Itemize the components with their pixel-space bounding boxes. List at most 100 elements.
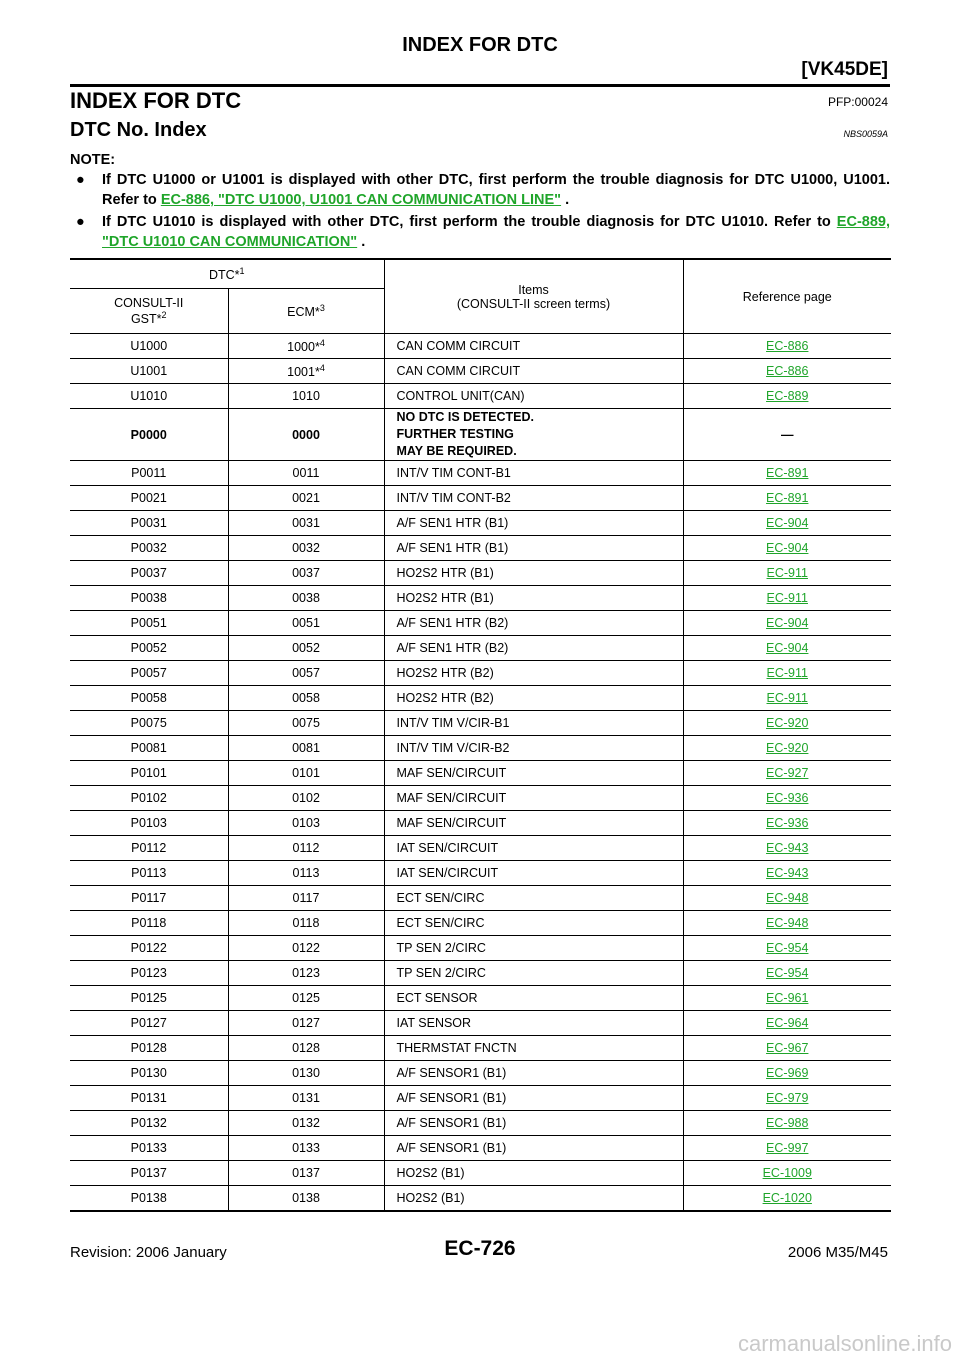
note-item: ● If DTC U1000 or U1001 is displayed wit… (70, 170, 890, 210)
consult-code-cell: P0123 (70, 960, 228, 986)
reference-page-link[interactable]: EC-1020 (762, 1191, 812, 1205)
reference-cell: EC-904 (682, 510, 891, 536)
reference-page-link[interactable]: EC-954 (766, 941, 809, 955)
item-cell: INT/V TIM CONT-B2 (383, 485, 683, 511)
reference-page-link[interactable]: EC-911 (766, 666, 808, 680)
reference-page-link[interactable]: EC-948 (766, 916, 809, 930)
reference-page-link[interactable]: EC-927 (766, 766, 809, 780)
reference-cell: EC-967 (682, 1035, 891, 1061)
reference-page-link[interactable]: EC-920 (766, 716, 809, 730)
item-cell: MAF SEN/CIRCUIT (383, 810, 683, 836)
reference-page-link[interactable]: EC-891 (766, 491, 809, 505)
engine-model-label: [VK45DE] (801, 59, 888, 80)
note-heading: NOTE: (70, 152, 116, 168)
reference-page-link[interactable]: EC-904 (766, 516, 809, 530)
ecm-code-cell: 1010 (227, 383, 384, 409)
reference-page-link[interactable]: EC-964 (766, 1016, 809, 1030)
ecm-code-cell: 0075 (227, 710, 384, 736)
reference-page-link[interactable]: EC-889 (766, 389, 809, 403)
reference-cell: EC-904 (682, 610, 891, 636)
reference-page-link[interactable]: EC-979 (766, 1091, 809, 1105)
consult-code-cell: P0052 (70, 635, 228, 661)
reference-cell: EC-911 (682, 560, 891, 586)
reference-page-link[interactable]: EC-911 (766, 691, 808, 705)
item-cell: A/F SEN1 HTR (B2) (383, 635, 683, 661)
note-reference-link[interactable]: EC-886, "DTC U1000, U1001 CAN COMMUNICAT… (160, 192, 562, 208)
consult-code-cell: P0128 (70, 1035, 228, 1061)
item-cell: HO2S2 HTR (B1) (383, 585, 683, 611)
reference-page-link[interactable]: EC-904 (766, 641, 809, 655)
consult-code-cell: P0131 (70, 1085, 228, 1111)
item-cell: ECT SEN/CIRC (383, 910, 683, 936)
item-cell: CONTROL UNIT(CAN) (383, 383, 683, 409)
reference-page-link[interactable]: EC-904 (766, 541, 809, 555)
reference-page-header: Reference page (682, 258, 891, 334)
reference-page-link[interactable]: EC-967 (766, 1041, 809, 1055)
reference-page-link[interactable]: EC-943 (766, 866, 809, 880)
item-cell: HO2S2 HTR (B2) (383, 685, 683, 711)
consult-code-cell: P0021 (70, 485, 228, 511)
consult-code-cell: P0125 (70, 985, 228, 1011)
item-cell: CAN COMM CIRCUIT (383, 333, 683, 359)
ecm-code-cell: 0102 (227, 785, 384, 811)
note-reference-link[interactable]: EC-889, "DTC U1010 CAN COMMUNICATION" (102, 214, 890, 250)
ecm-code-cell: 0038 (227, 585, 384, 611)
reference-cell: EC-943 (682, 835, 891, 861)
consult-code-cell: P0031 (70, 510, 228, 536)
item-cell: INT/V TIM CONT-B1 (383, 460, 683, 486)
reference-page-link[interactable]: EC-911 (766, 566, 808, 580)
reference-page-link[interactable]: EC-988 (766, 1116, 809, 1130)
reference-cell: EC-920 (682, 710, 891, 736)
ecm-code-cell: 0032 (227, 535, 384, 561)
ecm-code-cell: 0103 (227, 810, 384, 836)
ecm-code-cell: 0133 (227, 1135, 384, 1161)
reference-page-link[interactable]: EC-997 (766, 1141, 809, 1155)
section-code: PFP:00024 (827, 95, 888, 109)
footer-page-number: EC-726 (444, 1237, 516, 1260)
reference-page-link[interactable]: EC-920 (766, 741, 809, 755)
item-cell: INT/V TIM V/CIR-B1 (383, 710, 683, 736)
consult-code-cell: P0122 (70, 935, 228, 961)
ecm-code-cell: 0101 (227, 760, 384, 786)
reference-page-link[interactable]: EC-961 (766, 991, 809, 1005)
reference-page-link[interactable]: EC-954 (766, 966, 809, 980)
ecm-code-cell: 0117 (227, 885, 384, 911)
reference-page-link[interactable]: EC-904 (766, 616, 809, 630)
ecm-code-cell: 0130 (227, 1060, 384, 1086)
consult-code-cell: P0132 (70, 1110, 228, 1136)
item-cell: HO2S2 HTR (B2) (383, 660, 683, 686)
reference-page-link[interactable]: EC-886 (766, 364, 809, 378)
header-divider (70, 84, 890, 87)
reference-page-link[interactable]: EC-948 (766, 891, 809, 905)
reference-page-link[interactable]: EC-891 (766, 466, 809, 480)
consult-code-cell: P0137 (70, 1160, 228, 1186)
ecm-code-cell: 0138 (227, 1185, 384, 1212)
consult-code-cell: P0102 (70, 785, 228, 811)
reference-cell: EC-969 (682, 1060, 891, 1086)
reference-page-link[interactable]: EC-936 (766, 791, 809, 805)
reference-page-link[interactable]: EC-1009 (762, 1166, 812, 1180)
reference-cell: EC-904 (682, 535, 891, 561)
consult-code-cell: P0000 (70, 408, 228, 461)
reference-page-link[interactable]: EC-886 (766, 339, 809, 353)
reference-page-link[interactable]: EC-911 (766, 591, 808, 605)
note-text-end: . (561, 192, 570, 208)
reference-page-link[interactable]: EC-969 (766, 1066, 809, 1080)
reference-page-link[interactable]: EC-943 (766, 841, 809, 855)
reference-page-link[interactable]: EC-936 (766, 816, 809, 830)
bullet-icon: ● (76, 172, 85, 188)
